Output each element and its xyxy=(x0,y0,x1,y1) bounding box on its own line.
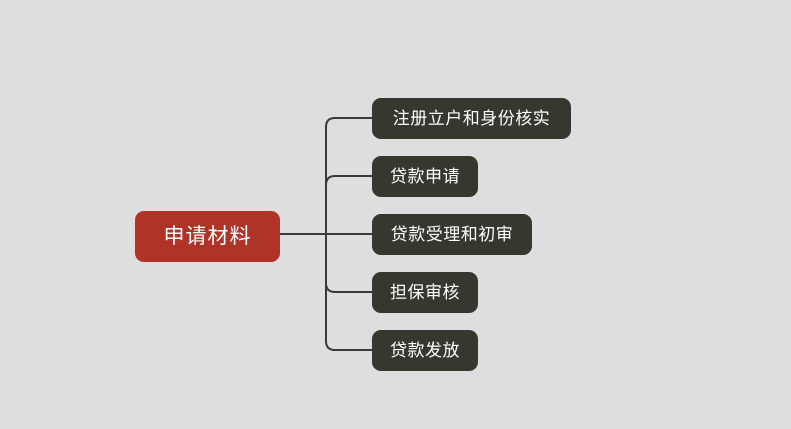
connector-branch-4 xyxy=(325,282,372,293)
mindmap-root-node[interactable]: 申请材料 xyxy=(135,211,280,262)
mindmap-child-label-4: 担保审核 xyxy=(390,283,460,302)
mindmap-child-node-1[interactable]: 注册立户和身份核实 xyxy=(372,98,571,139)
connector-branch-1 xyxy=(325,117,372,128)
mindmap-child-label-1: 注册立户和身份核实 xyxy=(392,109,551,128)
mindmap-child-label-5: 贷款发放 xyxy=(390,341,460,360)
connector-branch-2 xyxy=(325,175,372,186)
mindmap-child-node-4[interactable]: 担保审核 xyxy=(372,272,478,313)
connector-branch-5 xyxy=(325,340,372,351)
mindmap-child-label-3: 贷款受理和初审 xyxy=(390,225,514,244)
mindmap-child-node-5[interactable]: 贷款发放 xyxy=(372,330,478,371)
mindmap-child-node-3[interactable]: 贷款受理和初审 xyxy=(372,214,532,255)
mindmap-child-node-2[interactable]: 贷款申请 xyxy=(372,156,478,197)
mindmap-root-label: 申请材料 xyxy=(163,225,252,248)
mindmap-child-label-2: 贷款申请 xyxy=(390,167,460,186)
